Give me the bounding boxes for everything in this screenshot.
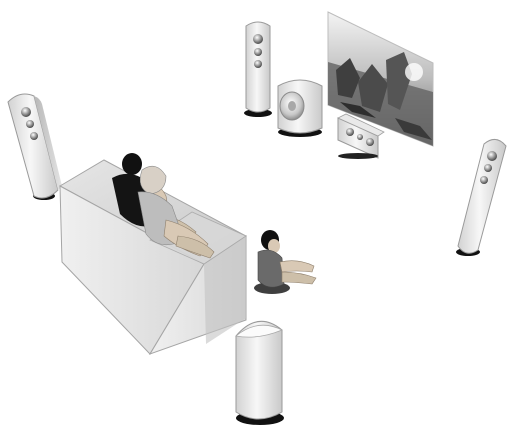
rear-speaker [236, 321, 284, 425]
right-surround-speaker [456, 139, 506, 256]
front-left-speaker [244, 22, 272, 117]
child-sitting-on-floor [254, 230, 316, 294]
subwoofer [278, 80, 322, 137]
left-surround-speaker [8, 94, 62, 200]
